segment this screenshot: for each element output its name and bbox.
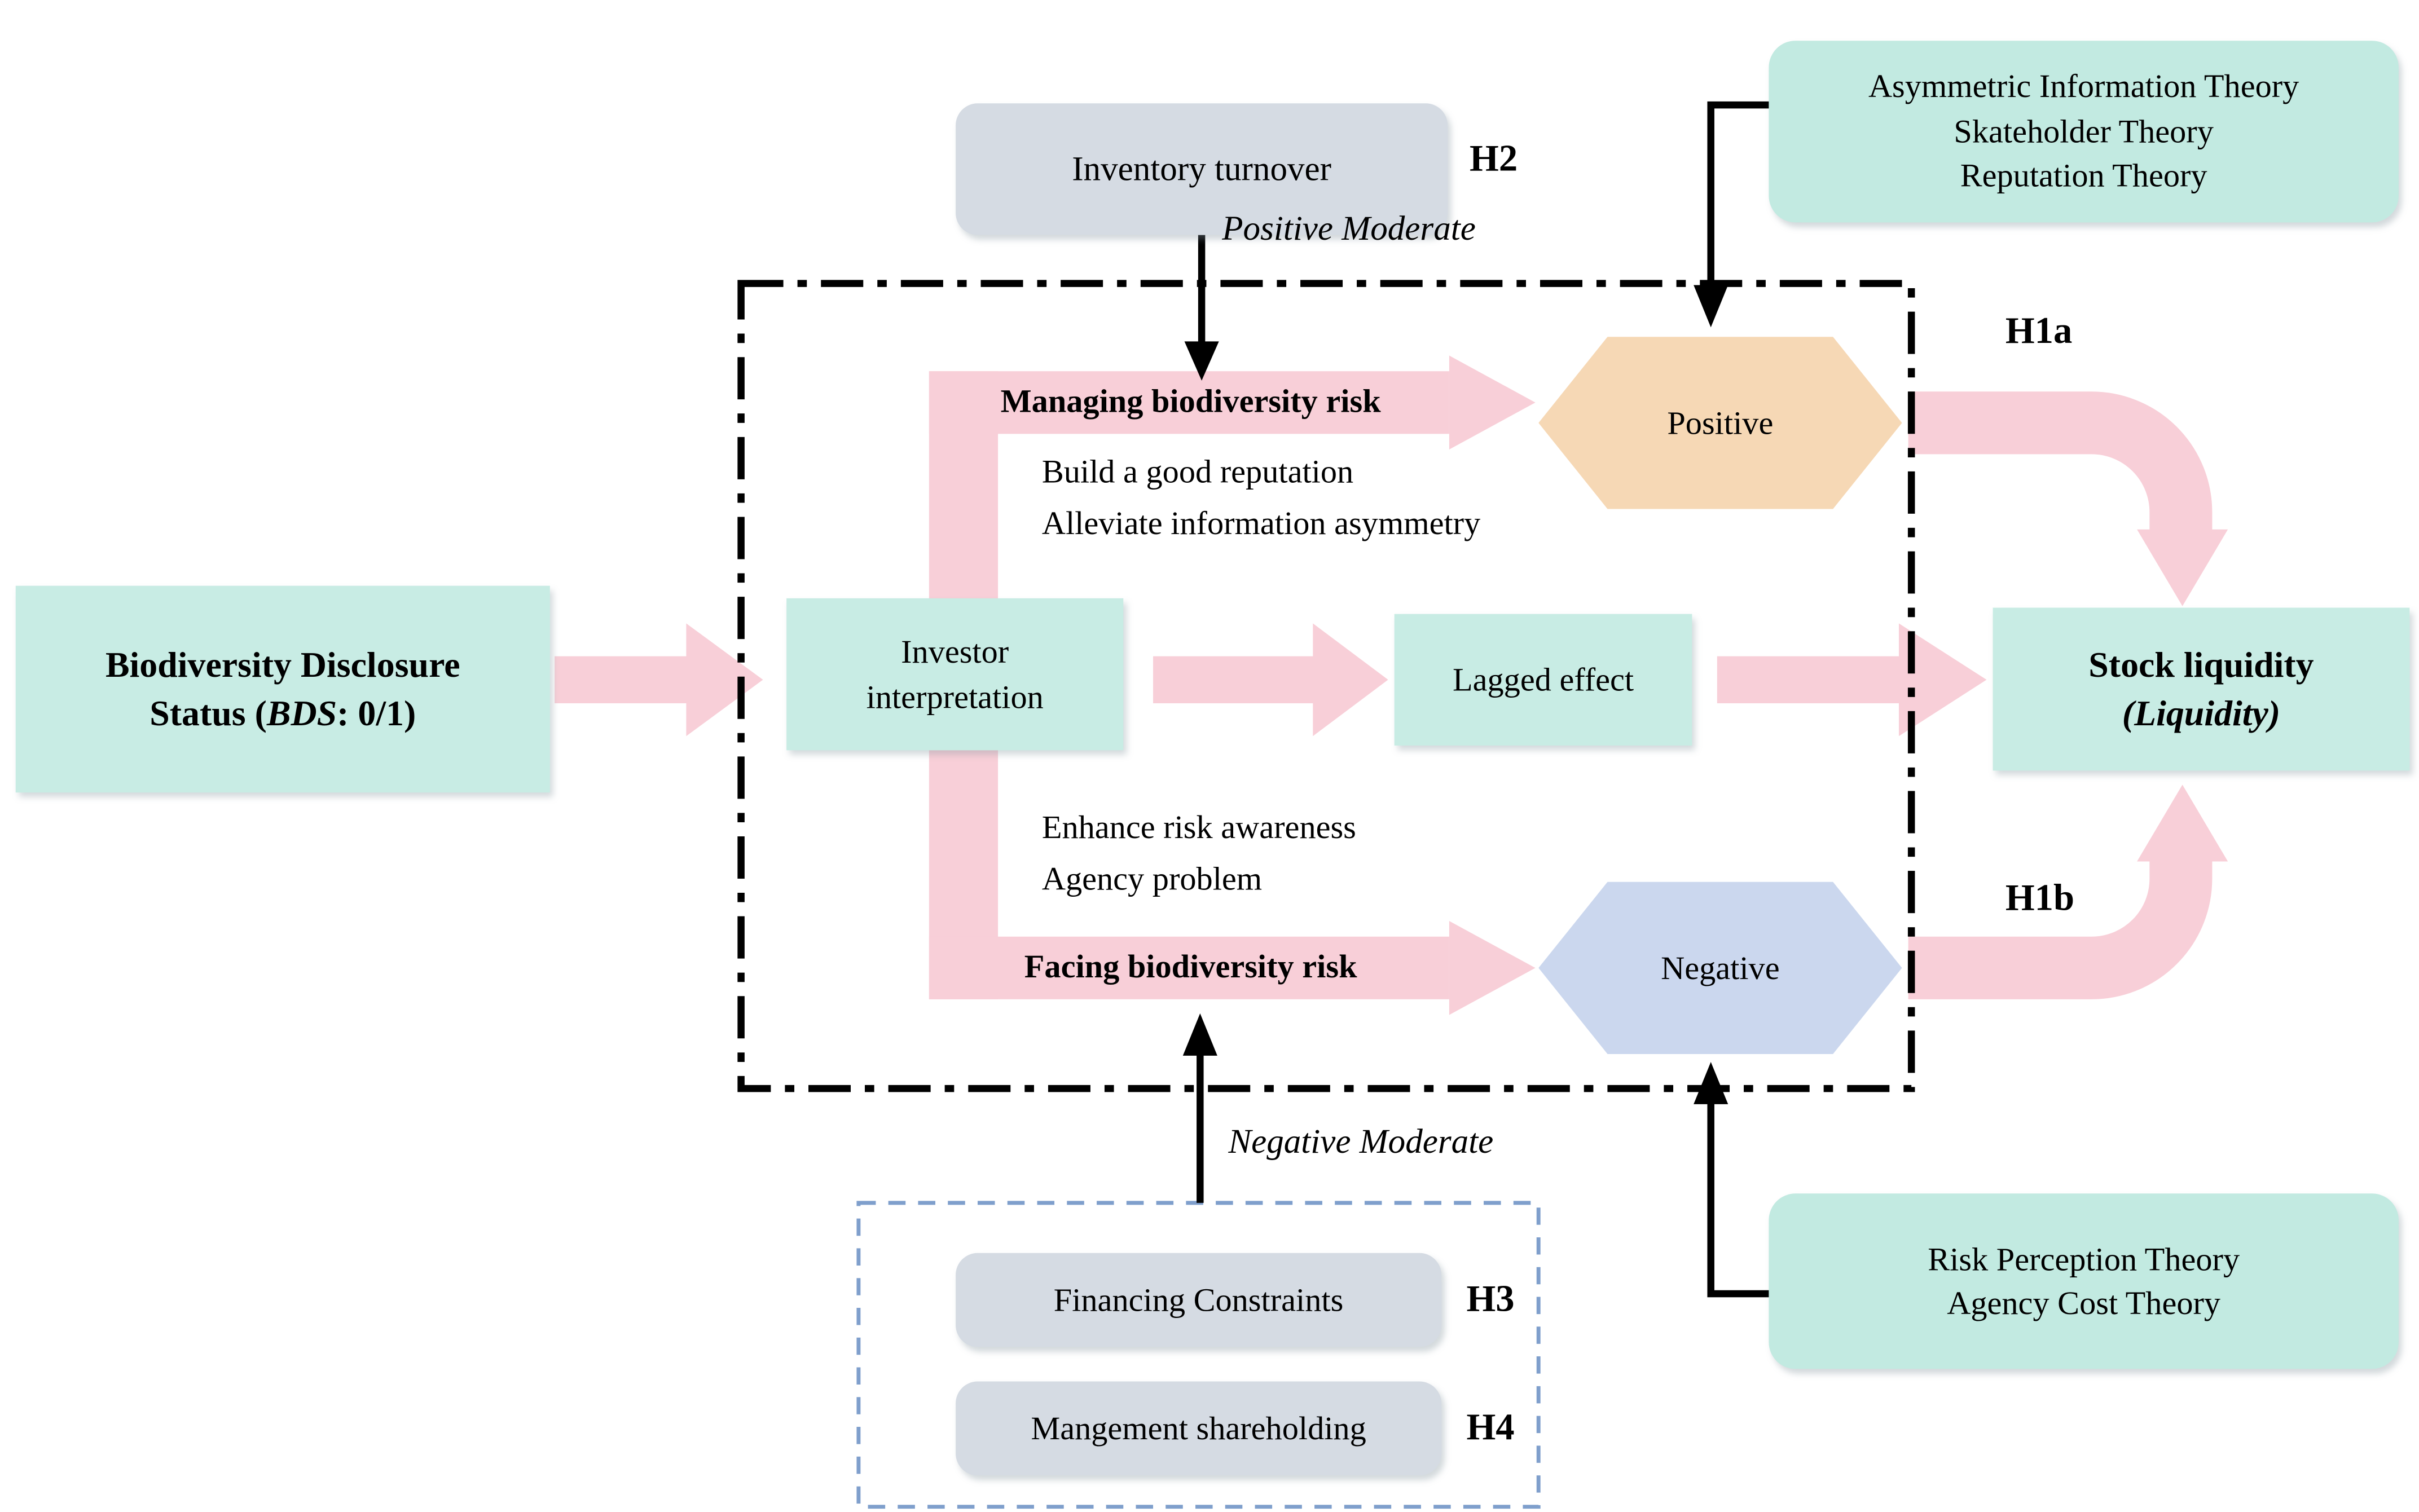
- negative-moderate-label: Negative Moderate: [1228, 1121, 1494, 1161]
- inventory-turnover-box: Inventory turnover: [956, 103, 1448, 235]
- stock-liquidity-line2: (Liquidity): [2122, 694, 2281, 733]
- h1b-curved-arrow: [1908, 784, 2228, 999]
- theory-top-line2: Skateholder Theory: [1954, 112, 2214, 151]
- lagged-effect-box: Lagged effect: [1394, 614, 1692, 746]
- positive-hexagon: Positive: [1538, 337, 1902, 509]
- investor-line2: interpretation: [866, 677, 1044, 715]
- management-shareholding-box: Mangement shareholding: [956, 1381, 1442, 1476]
- bds-line2: Status (BDS: 0/1): [149, 689, 416, 738]
- managing-band-label: Managing biodiversity risk: [1000, 382, 1381, 420]
- inventory-turnover-label: Inventory turnover: [1072, 149, 1332, 188]
- h1b-label: H1b: [2005, 879, 2075, 920]
- theory-top-line1: Asymmetric Information Theory: [1868, 68, 2299, 106]
- mediation-dashdot-border: [737, 280, 1915, 1092]
- facing-band-label: Facing biodiversity risk: [1024, 947, 1357, 985]
- bds-box: Biodiversity Disclosure Status (BDS: 0/1…: [15, 585, 550, 793]
- facing-bent-arrow: [929, 750, 1536, 1015]
- theory-bottom-box: Risk Perception Theory Agency Cost Theor…: [1769, 1193, 2399, 1369]
- positive-moderate-label: Positive Moderate: [1222, 208, 1476, 248]
- managing-note-1: Build a good reputation: [1041, 452, 1354, 491]
- moderators-arrow-up: [1182, 1013, 1217, 1203]
- investor-line1: Investor: [901, 633, 1009, 671]
- inventory-moderation-arrow: [1184, 235, 1219, 381]
- h1a-arrow-head: [2137, 529, 2228, 606]
- bds-line2-italic: BDS: [266, 694, 337, 733]
- facing-arrow-head: [1449, 920, 1536, 1015]
- theory-bottom-elbow-arrow: [1694, 1061, 1769, 1298]
- management-shareholding-label: Mangement shareholding: [1031, 1409, 1366, 1447]
- lagged-effect-label: Lagged effect: [1452, 660, 1634, 699]
- managing-arrow-head: [1449, 355, 1536, 450]
- stock-liquidity-box: Stock liquidity (Liquidity): [1993, 607, 2410, 771]
- managing-note-2: Alleviate information asymmetry: [1041, 504, 1481, 541]
- financing-constraints-box: Financing Constraints: [956, 1253, 1442, 1347]
- arrow-lagged-to-stock: [1717, 623, 1987, 737]
- h4-label: H4: [1466, 1408, 1515, 1449]
- theory-bottom-line2: Agency Cost Theory: [1947, 1284, 2221, 1322]
- managing-notes: Build a good reputation Alleviate inform…: [1042, 447, 1480, 549]
- h1a-label: H1a: [2005, 311, 2073, 352]
- investor-interpretation-box: Investor interpretation: [786, 598, 1124, 751]
- bds-line2-suffix: : 0/1): [337, 694, 416, 733]
- h1b-arrow-head: [2137, 784, 2228, 862]
- stock-liquidity-line1: Stock liquidity: [2088, 645, 2314, 685]
- bds-line1: Biodiversity Disclosure: [105, 645, 460, 685]
- financing-constraints-label: Financing Constraints: [1053, 1281, 1344, 1319]
- h1a-curved-arrow: [1908, 391, 2228, 606]
- negative-hexagon: Negative: [1538, 881, 1902, 1055]
- theory-top-elbow-arrow: [1694, 101, 1769, 328]
- positive-hexagon-label: Positive: [1667, 404, 1774, 442]
- facing-note-1: Enhance risk awareness: [1041, 808, 1356, 846]
- managing-arrow-horizontal-band: [929, 371, 1449, 434]
- theory-bottom-line1: Risk Perception Theory: [1928, 1240, 2240, 1278]
- h1a-curve-band: [1908, 391, 2213, 533]
- negative-hexagon-label: Negative: [1661, 949, 1780, 987]
- h2-label: H2: [1470, 139, 1518, 180]
- theory-top-line3: Reputation Theory: [1960, 157, 2207, 195]
- facing-notes: Enhance risk awareness Agency problem: [1042, 802, 1356, 904]
- arrow-bds-to-investor: [555, 623, 763, 737]
- arrow-investor-to-lagged: [1153, 623, 1388, 737]
- bds-line2-prefix: Status (: [149, 694, 267, 733]
- managing-bent-arrow: [929, 355, 1536, 600]
- facing-arrow-horizontal-band: [929, 936, 1449, 999]
- h3-label: H3: [1466, 1279, 1515, 1321]
- facing-note-2: Agency problem: [1041, 859, 1263, 897]
- theory-top-box: Asymmetric Information Theory Skateholde…: [1769, 41, 2399, 223]
- h1b-curve-band: [1908, 858, 2213, 999]
